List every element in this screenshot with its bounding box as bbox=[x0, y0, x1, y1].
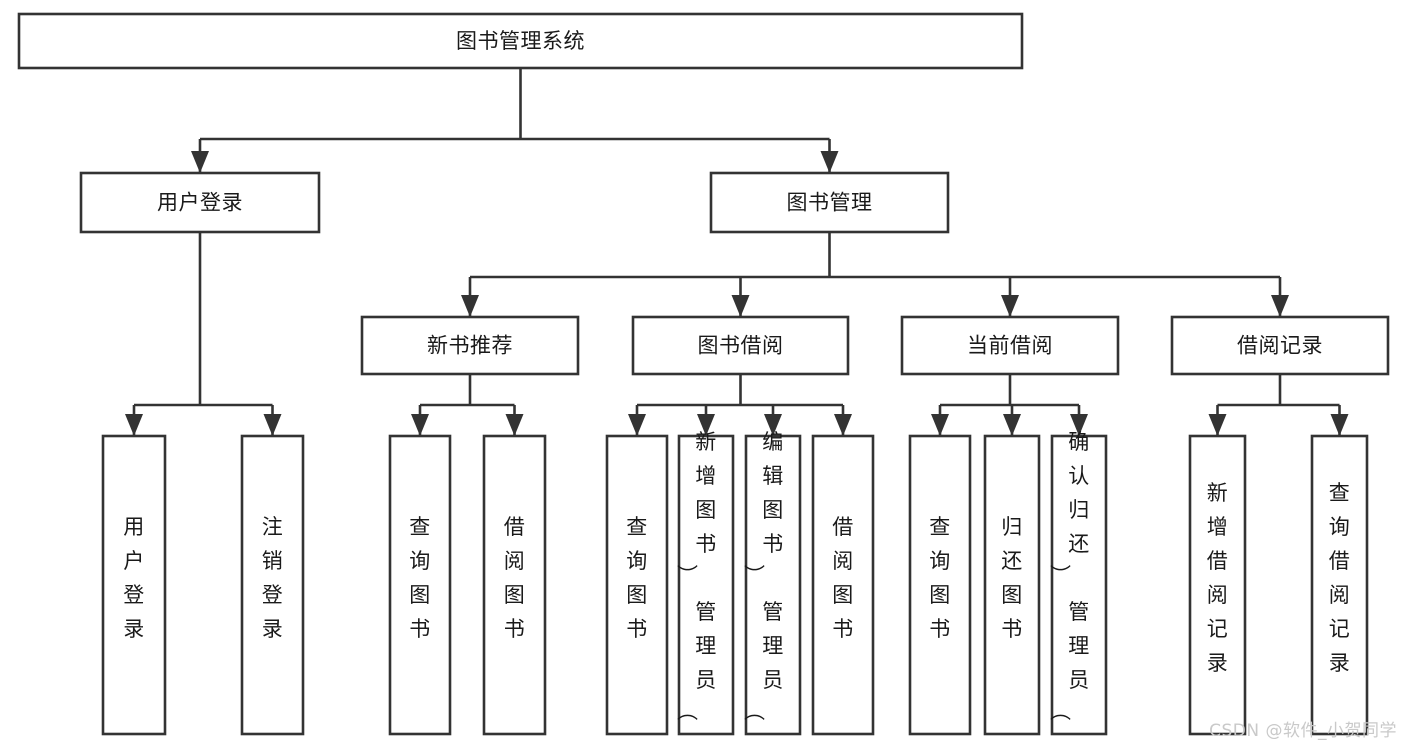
node-box-leaf-borrow-book-brw bbox=[811, 434, 875, 736]
node-leaf-user-login[interactable]: 用户登录 bbox=[101, 434, 167, 736]
node-box-leaf-return-book bbox=[983, 434, 1041, 736]
node-leaf-query-book-cur[interactable]: 查询图书 bbox=[908, 434, 972, 736]
node-box-leaf-confirm-return bbox=[1050, 434, 1108, 736]
node-label-leaf-query-book-brw: 查询图书 bbox=[626, 515, 648, 641]
node-box-user-login bbox=[79, 171, 321, 234]
node-box-book-borrow bbox=[631, 315, 850, 376]
connector-arrowhead bbox=[505, 414, 524, 436]
node-book-borrow[interactable]: 图书借阅 bbox=[631, 315, 850, 376]
node-leaf-query-book-new[interactable]: 查询图书 bbox=[388, 434, 452, 736]
node-box-borrow-record bbox=[1170, 315, 1390, 376]
connector-arrowhead bbox=[125, 414, 143, 436]
connector-arrowhead bbox=[1271, 295, 1289, 317]
node-leaf-query-book-brw[interactable]: 查询图书 bbox=[605, 434, 669, 736]
node-box-new-book-recommend bbox=[360, 315, 580, 376]
connector-arrowhead bbox=[697, 414, 715, 436]
connector-arrowhead bbox=[931, 414, 949, 436]
node-label-leaf-borrow-book-new: 借阅图书 bbox=[504, 515, 526, 641]
node-label-leaf-query-book-new: 查询图书 bbox=[409, 515, 431, 641]
node-leaf-edit-book-admin[interactable]: 编辑图书（管理员） bbox=[743, 430, 802, 736]
node-label-leaf-user-login: 用户登录 bbox=[123, 515, 145, 641]
node-label-leaf-query-book-cur: 查询图书 bbox=[929, 515, 951, 641]
node-box-leaf-user-login bbox=[101, 434, 167, 736]
node-current-borrow[interactable]: 当前借阅 bbox=[900, 315, 1120, 376]
node-label-leaf-confirm-return: 确认归还（管理员） bbox=[1049, 430, 1090, 721]
node-user-login[interactable]: 用户登录 bbox=[79, 171, 321, 234]
connector-arrowhead bbox=[461, 295, 479, 317]
node-book-management[interactable]: 图书管理 bbox=[709, 171, 950, 234]
connector-arrowhead bbox=[1070, 414, 1088, 436]
node-leaf-borrow-book-brw[interactable]: 借阅图书 bbox=[811, 434, 875, 736]
node-label-root: 图书管理系统 bbox=[456, 29, 585, 53]
node-leaf-confirm-return[interactable]: 确认归还（管理员） bbox=[1049, 430, 1108, 736]
connector-arrowhead bbox=[411, 414, 429, 436]
connector-arrowhead bbox=[731, 295, 750, 317]
node-box-leaf-query-book-cur bbox=[908, 434, 972, 736]
node-label-leaf-edit-book-admin: 编辑图书（管理员） bbox=[743, 430, 784, 721]
csdn-watermark: CSDN @软件_小贺同学 bbox=[1209, 721, 1397, 741]
connector-arrowhead bbox=[820, 151, 839, 173]
node-leaf-add-book-admin[interactable]: 新增图书（管理员） bbox=[676, 430, 735, 736]
node-box-root bbox=[17, 12, 1024, 70]
node-label-leaf-add-record: 新增借阅记录 bbox=[1207, 481, 1229, 675]
connectors-layer bbox=[125, 68, 1349, 436]
node-leaf-add-record[interactable]: 新增借阅记录 bbox=[1188, 434, 1247, 736]
node-box-leaf-add-record bbox=[1188, 434, 1247, 736]
connector-arrowhead bbox=[764, 414, 782, 436]
connector-arrowhead bbox=[834, 414, 852, 436]
node-box-leaf-query-book-brw bbox=[605, 434, 669, 736]
node-box-current-borrow bbox=[900, 315, 1120, 376]
connector-arrowhead bbox=[1330, 414, 1349, 436]
connector-arrowhead bbox=[263, 414, 282, 436]
node-box-leaf-borrow-book-new bbox=[482, 434, 547, 736]
node-box-leaf-logout bbox=[240, 434, 305, 736]
node-label-leaf-return-book: 归还图书 bbox=[1001, 515, 1023, 641]
node-label-leaf-logout: 注销登录 bbox=[262, 515, 284, 641]
node-label-current-borrow: 当前借阅 bbox=[967, 334, 1053, 358]
connector-arrowhead bbox=[1001, 295, 1019, 317]
connector-arrowhead bbox=[628, 414, 646, 436]
node-label-new-book-recommend: 新书推荐 bbox=[427, 334, 513, 358]
connector-arrowhead bbox=[1003, 414, 1021, 436]
node-box-leaf-add-book-admin bbox=[677, 434, 735, 736]
node-leaf-return-book[interactable]: 归还图书 bbox=[983, 434, 1041, 736]
boxes-layer: 图书管理系统用户登录图书管理新书推荐图书借阅当前借阅借阅记录用户登录注销登录查询… bbox=[17, 12, 1390, 736]
node-label-leaf-borrow-book-brw: 借阅图书 bbox=[832, 515, 854, 641]
node-box-leaf-edit-book-admin bbox=[744, 434, 802, 736]
connector-arrowhead bbox=[191, 151, 209, 173]
node-leaf-logout[interactable]: 注销登录 bbox=[240, 434, 305, 736]
node-box-book-management bbox=[709, 171, 950, 234]
node-borrow-record[interactable]: 借阅记录 bbox=[1170, 315, 1390, 376]
node-leaf-query-record[interactable]: 查询借阅记录 bbox=[1310, 434, 1369, 736]
node-box-leaf-query-record bbox=[1310, 434, 1369, 736]
node-label-borrow-record: 借阅记录 bbox=[1237, 334, 1323, 358]
node-label-book-borrow: 图书借阅 bbox=[698, 334, 784, 358]
node-root[interactable]: 图书管理系统 bbox=[17, 12, 1024, 70]
node-box-leaf-query-book-new bbox=[388, 434, 452, 736]
node-label-book-management: 图书管理 bbox=[787, 191, 873, 215]
connector-arrowhead bbox=[1208, 414, 1227, 436]
node-label-leaf-add-book-admin: 新增图书（管理员） bbox=[676, 430, 717, 721]
node-new-book-recommend[interactable]: 新书推荐 bbox=[360, 315, 580, 376]
node-leaf-borrow-book-new[interactable]: 借阅图书 bbox=[482, 434, 547, 736]
node-label-user-login: 用户登录 bbox=[157, 191, 243, 215]
node-label-leaf-query-record: 查询借阅记录 bbox=[1329, 481, 1351, 675]
